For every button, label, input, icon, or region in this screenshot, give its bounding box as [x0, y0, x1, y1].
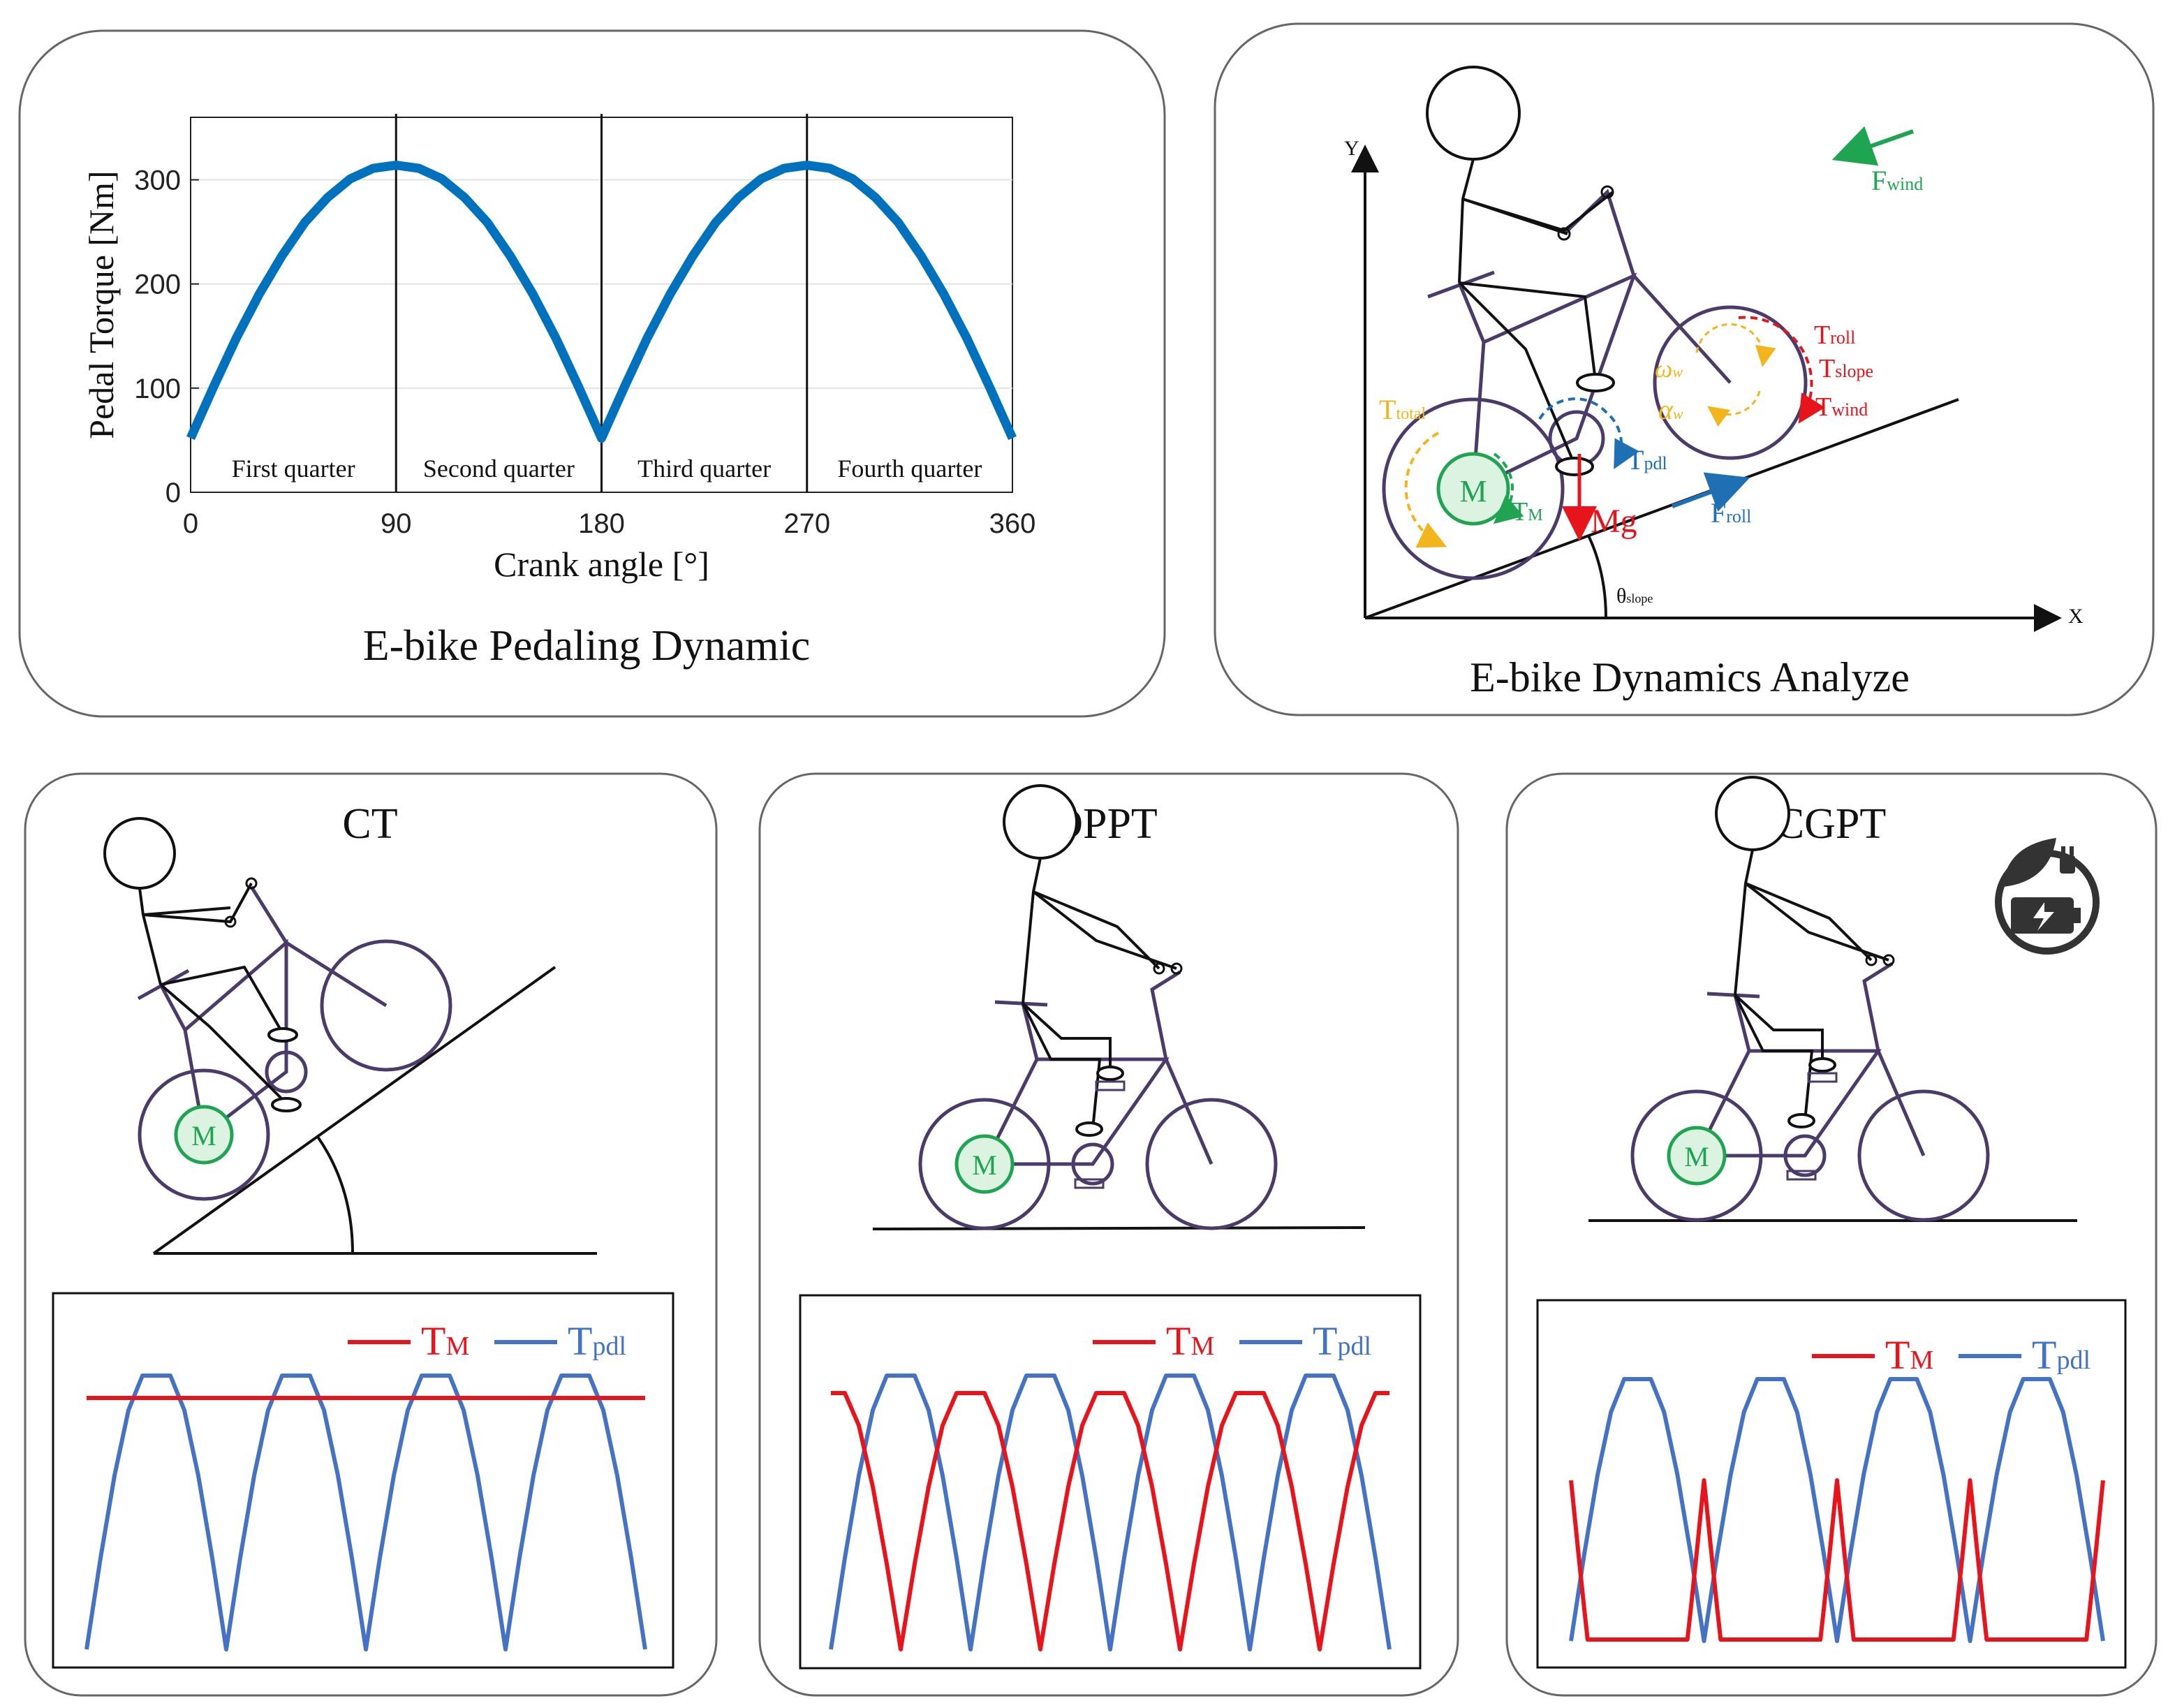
cgpt-wave-plot: TM Tpdl — [1569, 1332, 2105, 1643]
x-tick-label: 0 — [183, 508, 198, 539]
x-tick-label: 90 — [381, 508, 412, 539]
alpha-label: αw — [1658, 394, 1683, 425]
tm-wave — [831, 1391, 1389, 1651]
motor-label: M — [1459, 474, 1487, 508]
t-pdl-label: Tpdl — [1627, 444, 1667, 476]
bike-rider-slope: M — [1382, 66, 1808, 580]
t-m-label: TM — [1512, 497, 1543, 527]
mg-label: Mg — [1591, 503, 1637, 540]
dppt-wave-plot: TM Tpdl — [829, 1318, 1392, 1651]
x-tick-label: 360 — [989, 508, 1036, 539]
slope-line — [1364, 398, 1959, 619]
legend-tpdl-label: Tpdl — [1313, 1318, 1371, 1364]
y-tick-label: 100 — [134, 374, 181, 404]
tm-wave — [1569, 1478, 2105, 1642]
x-tick-label: 180 — [578, 508, 625, 539]
quarter-label: Fourth quarter — [837, 455, 982, 483]
caption-pedaling: E-bike Pedaling Dynamic — [363, 622, 811, 670]
tpdl-wave — [829, 1374, 1392, 1651]
t-total-label: Ttotal — [1379, 394, 1426, 425]
slope-angle-arc — [1587, 535, 1607, 619]
leaf-plug-battery-icon — [1995, 838, 2100, 955]
t-roll-label: Troll — [1814, 321, 1855, 350]
y-axis-label: Pedal Torque [Nm] — [82, 170, 121, 439]
f-wind-label: Fwind — [1871, 165, 1923, 196]
f-roll-arrow — [1671, 472, 1750, 512]
x-tick-label: 270 — [783, 508, 830, 539]
alpha-arc — [1707, 390, 1761, 427]
t-total-arc — [1404, 432, 1447, 548]
caption-dynamics: E-bike Dynamics Analyze — [1470, 654, 1910, 700]
t-m-arc — [1493, 452, 1524, 524]
omega-label: ωw — [1655, 355, 1683, 383]
quarter-label: First quarter — [232, 455, 355, 483]
y-tick-label: 200 — [134, 270, 181, 300]
x-axis-label: Crank angle [°] — [494, 545, 709, 584]
bike-rider-dppt — [920, 786, 1276, 1228]
legend-tm-label: TM — [421, 1318, 469, 1364]
panel-ct: CT M TM Tpdl — [24, 772, 718, 1697]
f-roll-label: Froll — [1711, 497, 1751, 529]
legend-tm-label: TM — [1885, 1332, 1933, 1378]
cgpt-title: CGPT — [1776, 800, 1886, 848]
quarter-label: Third quarter — [637, 455, 771, 483]
ct-wave-plot: TM Tpdl — [84, 1318, 647, 1651]
y-tick-label: 300 — [134, 165, 181, 196]
torque-series-line — [186, 161, 1017, 443]
quarter-label: Second quarter — [423, 455, 575, 483]
axis-y-label: Y — [1344, 137, 1359, 160]
legend-tpdl-label: Tpdl — [568, 1318, 626, 1364]
f-wind-arrow — [1831, 126, 1914, 166]
panel-dynamics: Y X θslope M — [1214, 22, 2155, 716]
tpdl-wave — [1569, 1377, 2105, 1643]
bike-rider-ct: M — [103, 817, 452, 1201]
legend-tpdl-label: Tpdl — [2032, 1332, 2090, 1378]
t-wind-label: Twind — [1815, 392, 1868, 422]
axis-x-label: X — [2068, 605, 2084, 628]
omega-arc — [1695, 323, 1776, 367]
y-tick-label: 0 — [165, 478, 181, 508]
rear-wheel-torque-arc — [1738, 316, 1825, 424]
t-slope-label: Tslope — [1819, 354, 1873, 383]
t-pdl-arc — [1538, 397, 1639, 470]
panel-cgpt: CGPT TM Tpdl — [1505, 772, 2158, 1697]
legend-tm-label: TM — [1166, 1318, 1214, 1364]
theta-slope-label: θslope — [1616, 584, 1653, 608]
ct-title: CT — [342, 800, 397, 848]
svg-text:M: M — [191, 1120, 216, 1151]
